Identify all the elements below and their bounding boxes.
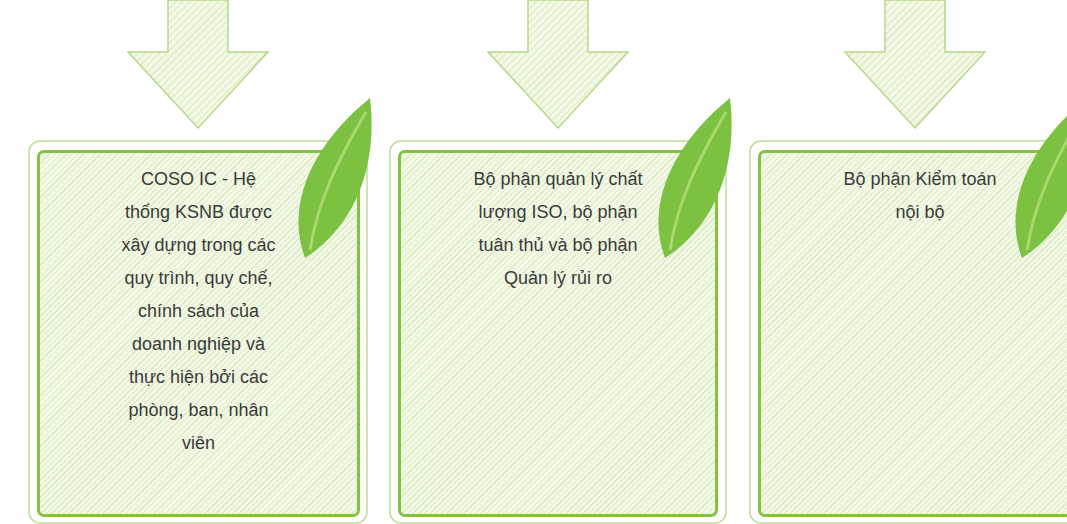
- down-arrow: [488, 0, 628, 128]
- outer-frame: [390, 141, 726, 523]
- down-arrow: [128, 0, 268, 128]
- down-arrow: [845, 0, 985, 128]
- panel-box: COSO IC - Hệ thống KSNB được xây dựng tr…: [37, 150, 360, 517]
- leaf: [658, 98, 731, 258]
- leaf: [1015, 98, 1067, 258]
- outer-frame: [29, 141, 367, 523]
- panel-text: Bộ phận Kiểm toán nội bộ: [835, 163, 1005, 229]
- outer-frame: [750, 141, 1067, 523]
- panel-box: Bộ phận Kiểm toán nội bộ: [758, 150, 1067, 517]
- panel-text: Bộ phận quản lý chất lượng ISO, bộ phận …: [463, 163, 653, 295]
- panel-text: COSO IC - Hệ thống KSNB được xây dựng tr…: [116, 163, 281, 460]
- panel-box: Bộ phận quản lý chất lượng ISO, bộ phận …: [398, 150, 718, 517]
- leaf: [298, 98, 371, 258]
